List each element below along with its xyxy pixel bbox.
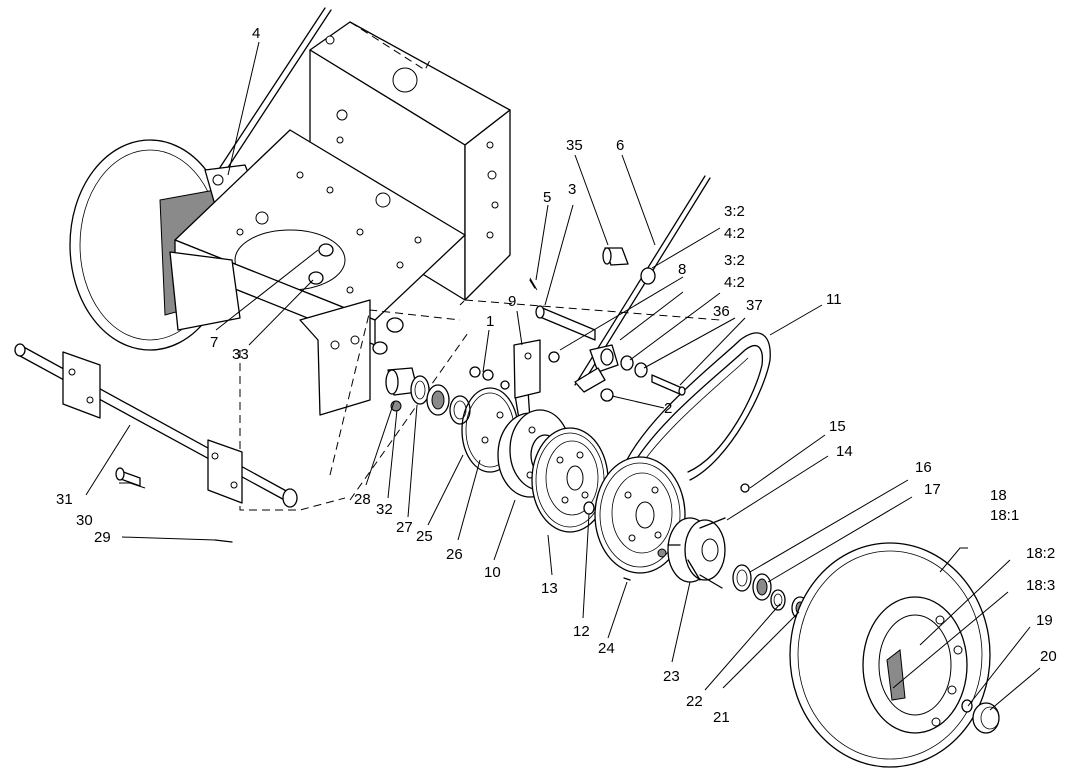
callout-16: 16 <box>915 459 932 476</box>
callout-14: 14 <box>836 443 853 460</box>
callout-18-1: 18:1 <box>990 507 1019 524</box>
callout-32: 32 <box>376 501 393 518</box>
hub-cap-20 <box>972 702 1000 734</box>
bearing-32 <box>426 384 450 416</box>
callout-31: 31 <box>56 491 73 508</box>
hub-bearing-17 <box>752 573 772 601</box>
callout-7: 7 <box>210 334 218 351</box>
callout-3: 3 <box>568 181 576 198</box>
race-ring <box>449 395 471 425</box>
wheel-pulley <box>594 456 686 574</box>
callout-25: 25 <box>416 528 433 545</box>
axle-assembly <box>14 343 298 508</box>
washer-36 <box>634 362 648 378</box>
callout-17: 17 <box>924 481 941 498</box>
callout-26: 26 <box>446 546 463 563</box>
bracket-9 <box>513 339 541 399</box>
callout-8: 8 <box>678 261 686 278</box>
brake-lever <box>574 344 619 393</box>
callout-19: 19 <box>1036 612 1053 629</box>
callout-18-2: 18:2 <box>1026 545 1055 562</box>
callout-15: 15 <box>829 418 846 435</box>
cotter-pin-29 <box>214 539 233 543</box>
callout-29: 29 <box>94 529 111 546</box>
callout-2: 2 <box>664 400 672 417</box>
callout-12: 12 <box>573 623 590 640</box>
bolt-30 <box>115 467 141 487</box>
callout-3-2-upper: 3:2 <box>724 203 745 220</box>
bolt-37 <box>651 374 686 396</box>
wheel-hub-23 <box>623 483 750 589</box>
callout-6: 6 <box>616 137 624 154</box>
callout-30: 30 <box>76 512 93 529</box>
leader-lines <box>85 41 1041 711</box>
callout-4-2-upper: 4:2 <box>724 225 745 242</box>
callout-1: 1 <box>486 313 494 330</box>
spacer-2 <box>600 388 614 402</box>
callout-28: 28 <box>354 491 371 508</box>
nut-8 <box>548 351 560 363</box>
callout-21: 21 <box>713 709 730 726</box>
callout-18: 18 <box>990 487 1007 504</box>
bushing-35 <box>602 247 629 266</box>
callout-4: 4 <box>252 25 260 42</box>
callout-9: 9 <box>508 293 516 310</box>
callout-22: 22 <box>686 693 703 710</box>
callout-23: 23 <box>663 668 680 685</box>
pivot-pin-3 <box>535 305 596 341</box>
callout-18-3: 18:3 <box>1026 577 1055 594</box>
drive-pulley-13 <box>531 427 609 533</box>
callout-5: 5 <box>543 189 551 206</box>
callout-3-2-lower: 3:2 <box>724 252 745 269</box>
callout-33: 33 <box>232 346 249 363</box>
callout-24: 24 <box>598 640 615 657</box>
callout-4-2-lower: 4:2 <box>724 274 745 291</box>
right-wheel-18 <box>789 542 991 768</box>
lug-nut-19 <box>961 699 973 713</box>
callout-35: 35 <box>566 137 583 154</box>
callout-36: 36 <box>713 303 730 320</box>
small-nuts <box>390 366 510 412</box>
bushing-3-2-b <box>620 355 634 371</box>
callout-20: 20 <box>1040 648 1057 665</box>
hub-seal-16 <box>732 564 752 592</box>
dashed-assembly-lines <box>239 21 721 511</box>
callout-11: 11 <box>826 291 842 308</box>
spring-pin-5 <box>529 277 538 291</box>
callout-27: 27 <box>396 519 413 536</box>
callout-37: 37 <box>746 297 763 314</box>
bushing-3-2-a <box>640 267 656 285</box>
main-frame <box>169 21 511 416</box>
callout-13: 13 <box>541 580 558 597</box>
callout-10: 10 <box>484 564 501 581</box>
callout-labels: 1 2 3 3:2 3:2 4 4:2 4:2 5 6 7 8 9 10 11 … <box>56 25 1057 726</box>
seal-27 <box>410 375 430 405</box>
